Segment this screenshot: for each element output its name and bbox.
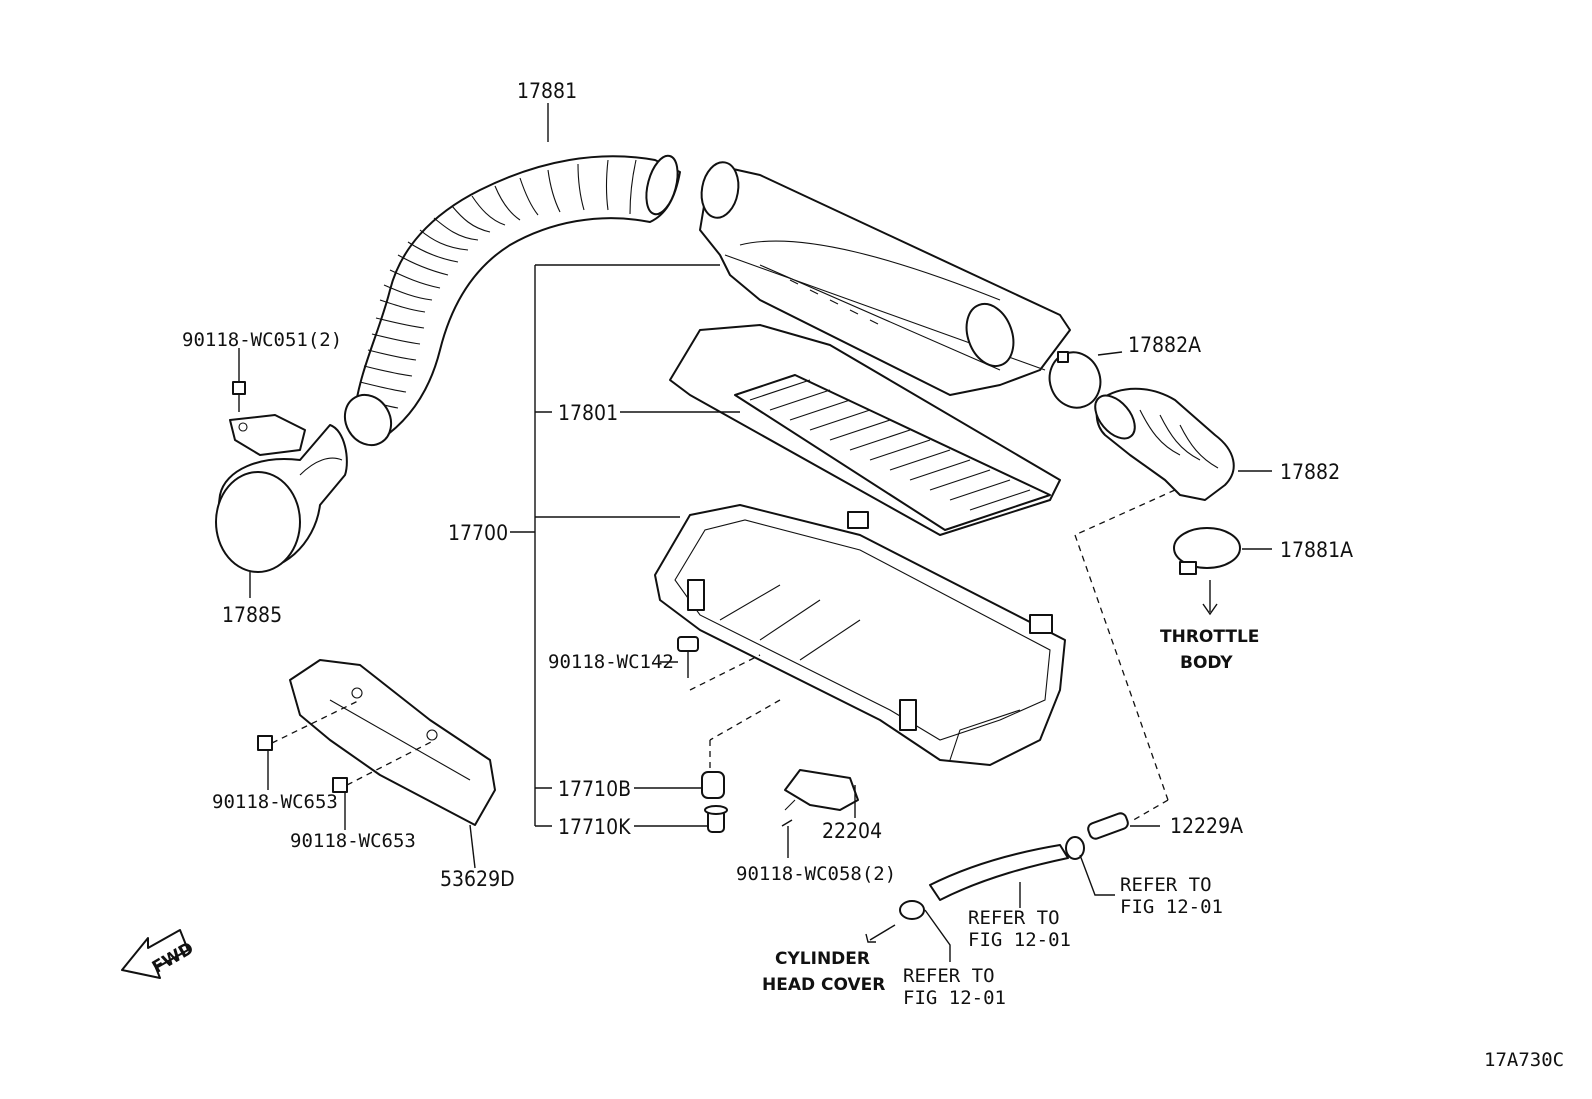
collar-17710K[interactable] <box>704 805 728 833</box>
label-17882A: 17882A <box>1128 333 1201 357</box>
label-17885: 17885 <box>222 603 282 627</box>
ventilation-hose[interactable] <box>899 812 1130 920</box>
note-throttle-line2: BODY <box>1180 653 1233 673</box>
intake-hose-17881[interactable] <box>336 152 683 453</box>
figure-code: 17A730C <box>1484 1049 1564 1071</box>
label-17882: 17882 <box>1280 460 1340 484</box>
note-refer-a-line2: FIG 12-01 <box>1120 896 1223 918</box>
bolt-90118-wc051[interactable] <box>232 352 246 412</box>
note-throttle-line1: THROTTLE <box>1160 627 1259 647</box>
label-17881: 17881 <box>517 79 577 103</box>
air-hose-17882[interactable] <box>1087 387 1235 501</box>
label-90118-wc653-b: 90118-WC653 <box>290 830 416 852</box>
leader-lines <box>238 103 1272 962</box>
label-90118-wc058: 90118-WC058(2) <box>736 863 896 885</box>
screw-90118-wc058[interactable] <box>781 819 793 827</box>
label-17881A: 17881A <box>1280 538 1353 562</box>
dashed-guide-lines <box>271 489 1176 823</box>
label-90118-wc051: 90118-WC051(2) <box>182 329 342 351</box>
resonator-17885[interactable] <box>215 414 348 573</box>
hose-clamp-17882A[interactable] <box>1042 345 1108 415</box>
label-22204: 22204 <box>822 819 882 843</box>
hose-clamp-17881A[interactable] <box>1173 527 1241 575</box>
label-17710B: 17710B <box>558 777 631 801</box>
label-90118-wc142: 90118-WC142 <box>548 651 674 673</box>
label-53629D: 53629D <box>440 867 515 891</box>
label-12229A: 12229A <box>1170 814 1243 838</box>
note-refer-a-line1: REFER TO <box>1120 874 1212 896</box>
label-17700: 17700 <box>448 521 508 545</box>
air-flow-meter-22204[interactable] <box>784 769 859 811</box>
note-refer-b-line2: FIG 12-01 <box>968 929 1071 951</box>
note-refer-c-line1: REFER TO <box>903 965 995 987</box>
note-cylinder-line1: CYLINDER <box>775 949 870 969</box>
note-refer-c-line2: FIG 12-01 <box>903 987 1006 1009</box>
air-cleaner-cap[interactable] <box>697 159 1071 396</box>
grommet-17710B[interactable] <box>701 771 725 799</box>
note-refer-b-line1: REFER TO <box>968 907 1060 929</box>
forward-arrow-icon: FWD <box>121 929 197 979</box>
heat-insulator-53629D[interactable] <box>289 659 496 826</box>
label-17801: 17801 <box>558 401 618 425</box>
note-cylinder-line2: HEAD COVER <box>762 975 885 995</box>
bolt-90118-wc653-b[interactable] <box>332 777 348 793</box>
label-17710K: 17710K <box>558 815 631 839</box>
bolt-90118-wc142[interactable] <box>677 636 699 678</box>
air-filter-element-17801[interactable] <box>669 324 1061 536</box>
label-90118-wc653-a: 90118-WC653 <box>212 791 338 813</box>
bolt-90118-wc653-a[interactable] <box>257 735 273 751</box>
air-cleaner-case-lower[interactable] <box>654 504 1066 766</box>
